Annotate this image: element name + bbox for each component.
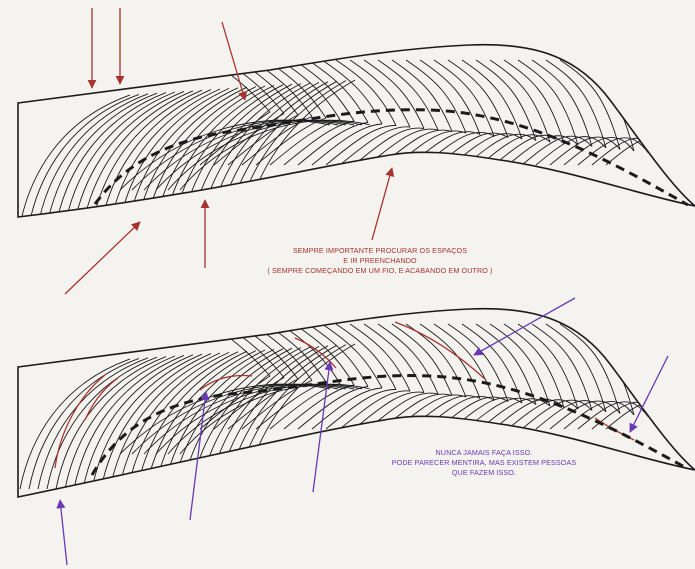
strand-line	[101, 354, 211, 489]
strand-line	[29, 94, 139, 225]
strand-line	[602, 60, 662, 154]
bottom-warning-note: NUNCA JAMAIS FAÇA ISSO. PODE PARECER MEN…	[358, 448, 610, 478]
strand-line	[382, 130, 452, 165]
strand-line	[592, 138, 662, 165]
strand-line	[210, 60, 270, 112]
strand-line	[378, 324, 438, 394]
strand-line	[350, 324, 410, 391]
strand-line	[480, 135, 550, 165]
strand-line	[508, 136, 578, 165]
strand-line	[83, 355, 193, 489]
strand-line	[110, 353, 220, 489]
strand-line	[236, 81, 346, 225]
strand-line	[364, 324, 424, 393]
top-arrow-4	[65, 222, 140, 294]
top-arrow-6	[372, 168, 392, 240]
strand-line	[378, 60, 438, 130]
strand-line	[518, 324, 578, 409]
bottom-note-line-1: NUNCA JAMAIS FAÇA ISSO.	[358, 448, 610, 458]
bottom-arrow-4	[313, 362, 330, 492]
top-strand-lines	[20, 60, 676, 225]
red-stroke-1	[55, 375, 105, 468]
bottom-arrow-5	[60, 500, 67, 565]
strand-line	[308, 324, 368, 387]
strand-line	[110, 89, 220, 225]
bottom-arrow-2	[630, 356, 668, 432]
strand-line	[336, 60, 396, 126]
strand-line	[452, 398, 522, 429]
strand-line	[518, 60, 578, 145]
strand-line	[210, 324, 270, 376]
strand-line	[490, 60, 550, 142]
strand-line	[602, 324, 662, 418]
top-dashed-guide	[95, 110, 688, 205]
top-note-line-3: ( SEMPRE COMEÇANDO EM UM FIO, E ACABANDO…	[210, 266, 550, 276]
strand-line	[368, 129, 438, 165]
strand-line	[480, 399, 550, 429]
strand-line	[200, 376, 270, 429]
strand-line	[364, 60, 424, 129]
strand-line	[546, 60, 606, 148]
strand-line	[546, 324, 606, 412]
strand-line	[508, 400, 578, 429]
strand-line	[20, 95, 130, 225]
top-instruction-note: SEMPRE IMPORTANTE PROCURAR OS ESPAÇOS E …	[210, 246, 550, 276]
strand-line	[382, 394, 452, 429]
strand-line	[490, 324, 550, 406]
top-note-line-1: SEMPRE IMPORTANTE PROCURAR OS ESPAÇOS	[210, 246, 550, 256]
bottom-purple-arrows	[60, 298, 668, 565]
strand-line	[336, 324, 396, 390]
bottom-note-line-3: QUE FAZEM ISSO.	[358, 468, 610, 478]
strand-line	[29, 358, 139, 489]
strand-line	[392, 60, 452, 132]
strand-line	[20, 359, 130, 489]
strand-line	[83, 91, 193, 225]
top-note-line-2: E IR PREENCHANDO	[210, 256, 550, 266]
strand-line	[350, 60, 410, 127]
strand-line	[452, 134, 522, 165]
strand-arc	[180, 384, 370, 454]
wrong-technique-panel	[18, 298, 695, 565]
strand-line	[200, 112, 270, 165]
bottom-note-line-2: PODE PARECER MENTIRA, MAS EXISTEM PESSOA…	[358, 458, 610, 468]
strand-arc	[180, 120, 370, 190]
strand-line	[368, 393, 438, 429]
strand-line	[101, 90, 211, 225]
top-arrow-3	[222, 22, 245, 100]
